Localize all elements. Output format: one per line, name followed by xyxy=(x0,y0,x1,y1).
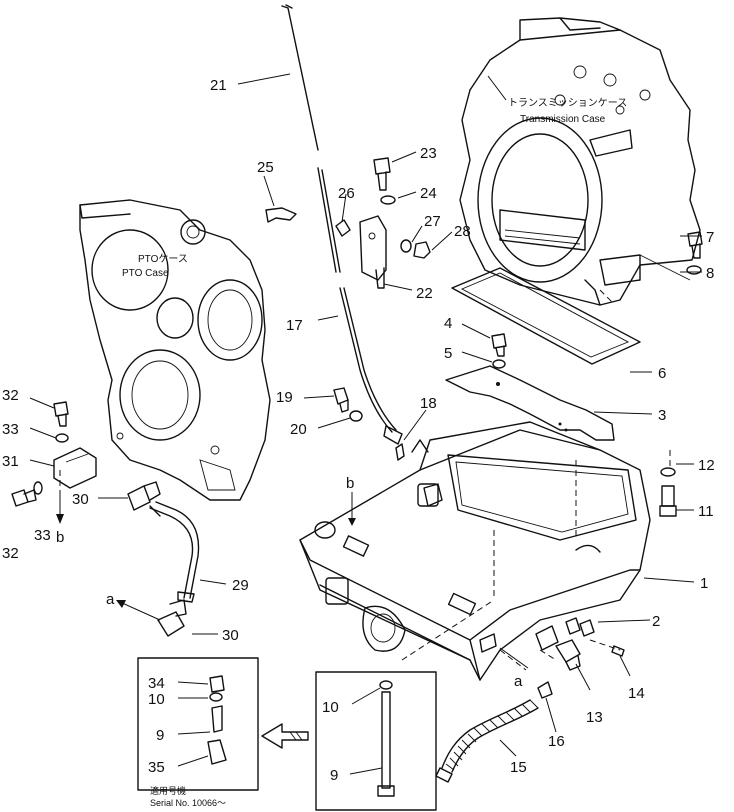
callout-10-inset: 10 xyxy=(148,691,165,708)
bracket-31 xyxy=(53,447,97,489)
ref-a-top: a xyxy=(106,591,115,608)
callout-8: 8 xyxy=(706,265,714,282)
arrow-a-bottom xyxy=(499,647,529,669)
callout-9-inset: 9 xyxy=(156,727,164,744)
bolt-23 xyxy=(373,157,391,191)
pto-case-label-en: PTO Case xyxy=(122,268,169,279)
washer-8 xyxy=(686,265,702,275)
callout-11: 11 xyxy=(698,503,714,520)
inset-arrow xyxy=(261,723,309,749)
bracket-22 xyxy=(359,215,387,281)
washer-5 xyxy=(492,359,506,369)
clip-25 xyxy=(265,207,297,223)
callout-35: 35 xyxy=(148,759,165,776)
pipe-29 xyxy=(149,501,200,603)
callout-14: 14 xyxy=(628,685,645,702)
callout-16: 16 xyxy=(548,733,565,750)
washer-20 xyxy=(349,410,363,422)
callout-22: 22 xyxy=(416,285,433,302)
callout-28: 28 xyxy=(454,223,471,240)
bolt-7 xyxy=(687,231,703,259)
cover-plate xyxy=(445,365,615,441)
inset-box xyxy=(137,657,437,811)
callout-12: 12 xyxy=(698,457,715,474)
transmission-case-label-jp: トランスミッションケース xyxy=(508,97,627,109)
callout-29: 29 xyxy=(232,577,249,594)
elbow-30-bottom xyxy=(157,599,187,637)
callout-34: 34 xyxy=(148,675,165,692)
pto-case-label-jp: PTOケース xyxy=(138,253,188,265)
callout-20: 20 xyxy=(290,421,307,438)
callout-3: 3 xyxy=(658,407,666,424)
part-26 xyxy=(335,219,351,237)
callout-17: 17 xyxy=(286,317,303,334)
bolt-32-top xyxy=(53,401,69,427)
callout-33-bottom: 33 xyxy=(34,527,51,544)
callout-25: 25 xyxy=(257,159,274,176)
callout-9: 9 xyxy=(330,767,338,784)
plug-2 xyxy=(565,617,595,637)
pin-14 xyxy=(611,645,625,657)
callout-27: 27 xyxy=(424,213,441,230)
ref-a-bottom: a xyxy=(514,673,523,690)
callout-30-top: 30 xyxy=(72,491,89,508)
callout-2: 2 xyxy=(652,613,660,630)
callout-31: 31 xyxy=(2,453,19,470)
callout-32-top: 32 xyxy=(2,387,19,404)
callout-32-bottom: 32 xyxy=(2,545,19,562)
ref-b-left: b xyxy=(56,529,64,546)
callout-33-top: 33 xyxy=(2,421,19,438)
washer-33-bottom xyxy=(33,481,43,495)
dipstick xyxy=(281,4,403,445)
inset-serial-label: Serial No. 10066～ xyxy=(150,798,226,808)
washer-12 xyxy=(660,467,676,477)
callout-10: 10 xyxy=(322,699,339,716)
bolt-4 xyxy=(491,333,507,357)
fitting-13 xyxy=(555,639,581,671)
callout-26: 26 xyxy=(338,185,355,202)
callout-1: 1 xyxy=(700,575,708,592)
callout-30-bottom: 30 xyxy=(222,627,239,644)
callout-5: 5 xyxy=(444,345,452,362)
callout-23: 23 xyxy=(420,145,437,162)
gasket xyxy=(451,267,641,365)
callout-6: 6 xyxy=(658,365,666,382)
bolt-19 xyxy=(333,387,349,413)
transmission-case-label-en: Transmission Case xyxy=(520,114,606,125)
inset-applicability-label: 適用号機 xyxy=(150,785,186,796)
bolt-32-bottom xyxy=(11,489,37,507)
oil-pan xyxy=(299,421,651,681)
callout-numbers: 21 25 26 17 23 24 27 28 22 7 8 4 5 6 3 1… xyxy=(2,77,715,784)
hose-15 xyxy=(435,699,539,783)
callout-18: 18 xyxy=(420,395,437,412)
pto-case xyxy=(79,199,271,501)
transmission-case xyxy=(459,17,701,306)
breather-18 xyxy=(395,443,443,507)
washer-33-top xyxy=(55,433,69,443)
transmission-case-leader xyxy=(487,75,507,101)
bolt-11 xyxy=(659,485,677,517)
callout-21: 21 xyxy=(210,77,227,94)
callout-4: 4 xyxy=(444,315,452,332)
callout-7: 7 xyxy=(706,229,714,246)
leader-lines xyxy=(29,73,702,775)
clamp-16 xyxy=(537,681,553,699)
arrow-a-top xyxy=(119,601,161,621)
washer-24 xyxy=(380,195,396,205)
nut-28 xyxy=(413,241,431,259)
elbow-30-top xyxy=(127,481,161,511)
washer-27 xyxy=(400,239,412,253)
callout-24: 24 xyxy=(420,185,437,202)
assembly-lines xyxy=(59,289,671,671)
ref-b-top: b xyxy=(346,475,354,492)
callout-15: 15 xyxy=(510,759,527,776)
callout-13: 13 xyxy=(586,709,603,726)
inset-parts xyxy=(207,675,395,797)
callout-19: 19 xyxy=(276,389,293,406)
